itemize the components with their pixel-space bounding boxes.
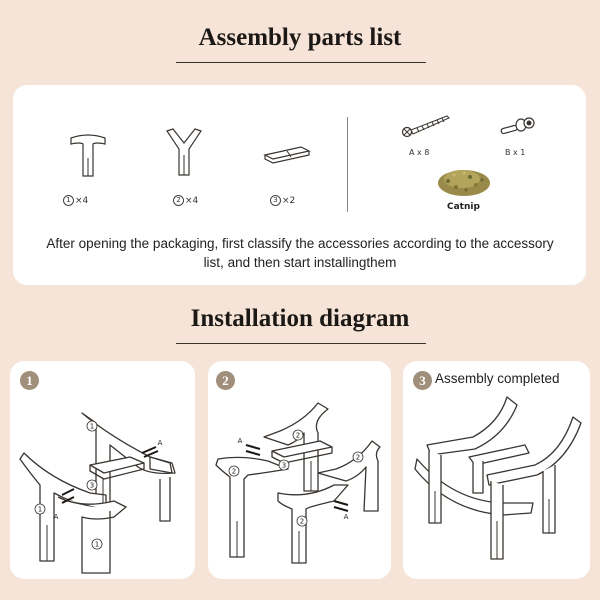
step-3-card: 3 Assembly completed xyxy=(403,361,590,579)
hex-key-label: B x 1 xyxy=(505,148,526,157)
step-1-badge: 1 xyxy=(20,371,39,390)
step-2-label-part2-d: 2 xyxy=(300,518,304,526)
part-2-icon xyxy=(166,128,202,176)
step-1-label-part1-a: 1 xyxy=(90,423,94,431)
part-1-quantity: 1×4 xyxy=(63,195,88,206)
part-2-number: 2 xyxy=(173,195,184,206)
part-1-icon xyxy=(70,134,106,177)
part-3-quantity: 3×2 xyxy=(270,195,295,206)
part-3-number: 3 xyxy=(270,195,281,206)
step-2-label-part3: 3 xyxy=(282,462,286,470)
step-2-card: 2 2 3 xyxy=(208,361,391,579)
part-1-number: 1 xyxy=(63,195,74,206)
installation-title: Installation diagram xyxy=(190,305,410,332)
parts-instruction-note: After opening the packaging, first class… xyxy=(46,236,554,270)
screw-icon xyxy=(401,115,450,138)
step-2-label-part2-a: 2 xyxy=(296,432,300,440)
step-1-label-screw-b: A xyxy=(54,513,59,521)
step-1-card: 1 1 3 xyxy=(10,361,195,579)
catnip-icon xyxy=(438,170,490,196)
installation-title-underline xyxy=(176,343,426,344)
step-2-diagram: 2 3 2 2 2 A A xyxy=(215,402,381,564)
parts-title-underline xyxy=(176,62,426,63)
step-1-diagram: 1 3 1 1 A A xyxy=(19,412,176,574)
catnip-label: Catnip xyxy=(447,202,480,212)
step-1-label-screw-a: A xyxy=(158,439,163,447)
parts-divider xyxy=(347,117,348,212)
part-3-icon xyxy=(263,146,311,164)
step-2-label-screw-a: A xyxy=(238,437,243,445)
step-3-diagram xyxy=(414,396,582,560)
step-1-label-part1-c: 1 xyxy=(95,541,99,549)
screw-label: A x 8 xyxy=(409,148,430,157)
part-1-qty-text: ×4 xyxy=(75,196,89,206)
part-2-quantity: 2×4 xyxy=(173,195,198,206)
step-2-label-screw-b: A xyxy=(344,513,349,521)
step-3-badge: 3 xyxy=(413,371,432,390)
parts-list-title: Assembly parts list xyxy=(198,24,402,51)
part-3-qty-text: ×2 xyxy=(282,196,296,206)
step-2-label-part2-c: 2 xyxy=(356,454,360,462)
parts-card: 1×4 2×4 3×2 A x 8 B x 1 xyxy=(13,85,586,285)
step-1-label-part3: 3 xyxy=(90,482,94,490)
step-3-label: Assembly completed xyxy=(435,371,560,386)
step-1-label-part1-b: 1 xyxy=(38,506,42,514)
step-2-badge: 2 xyxy=(216,371,235,390)
hex-key-icon xyxy=(500,117,535,135)
step-2-label-part2-b: 2 xyxy=(232,468,236,476)
part-2-qty-text: ×4 xyxy=(185,196,199,206)
